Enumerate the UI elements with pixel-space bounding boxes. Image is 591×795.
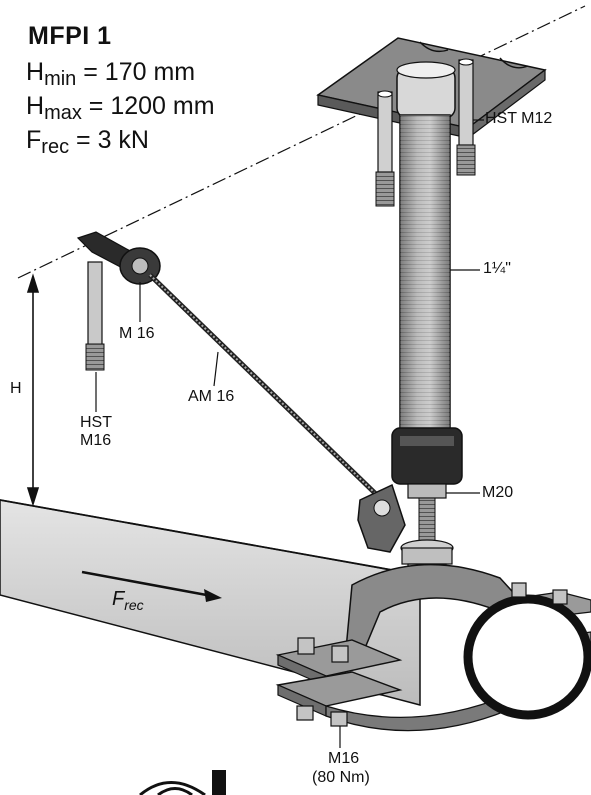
label-m16-clamp: M16 bbox=[328, 750, 360, 767]
pipe-end-ring bbox=[463, 594, 591, 720]
leader-lines bbox=[95, 119, 484, 748]
label-hst-m12: HST M12 bbox=[485, 110, 553, 127]
label-m16-nut: M 16 bbox=[119, 325, 155, 342]
hst-m16-anchor bbox=[85, 261, 105, 371]
label-am16: AM 16 bbox=[188, 388, 235, 405]
clamp-bolts bbox=[296, 582, 568, 727]
height-dimension-arrow bbox=[26, 273, 40, 507]
spec-hmin: Hmin = 170 mm bbox=[26, 58, 196, 90]
spec-frec: Frec = 3 kN bbox=[26, 126, 149, 158]
label-force: Frec bbox=[112, 588, 144, 613]
vertical-threaded-pipe bbox=[399, 114, 451, 431]
hst-m12-anchors bbox=[375, 58, 476, 207]
label-pipe-size: 1¼" bbox=[483, 260, 511, 277]
spec-hmax: Hmax = 1200 mm bbox=[26, 92, 215, 124]
m20-nut bbox=[407, 483, 447, 499]
warning-symbol-partial bbox=[139, 770, 226, 795]
top-socket bbox=[396, 61, 456, 119]
diagram-title: MFPI 1 bbox=[28, 22, 112, 50]
pipe-coupler bbox=[391, 427, 463, 485]
label-m20: M20 bbox=[482, 484, 514, 501]
label-hst: HST bbox=[80, 414, 112, 431]
ceiling-line bbox=[17, 5, 586, 279]
label-height: H bbox=[10, 380, 22, 397]
label-m16-anchor: M16 bbox=[80, 432, 112, 449]
force-arrow bbox=[81, 570, 222, 602]
label-torque: (80 Nm) bbox=[312, 769, 370, 786]
rod-joint-bracket bbox=[357, 483, 406, 553]
